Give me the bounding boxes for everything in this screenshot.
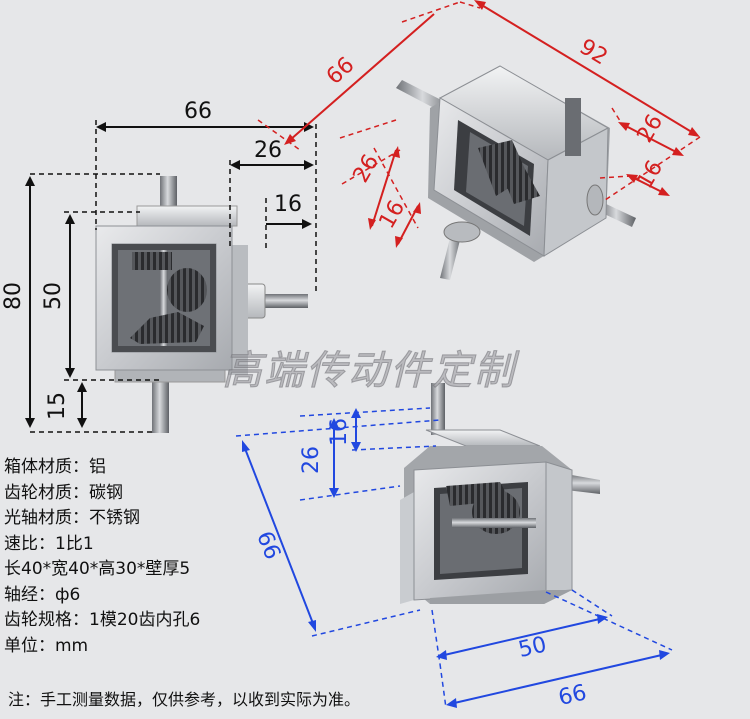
- dim-left-80: 80: [1, 282, 26, 310]
- spec-size: 长40*宽40*高30*壁厚5: [4, 559, 191, 579]
- dimension-lines-top-right: [257, 0, 701, 248]
- dim-red-16-right: 16: [633, 156, 669, 193]
- dim-left-16: 16: [274, 192, 302, 217]
- spec-shaft-diameter: 轴经：ф6: [4, 584, 81, 605]
- dim-left-66: 66: [184, 99, 212, 124]
- dim-red-26-right: 26: [633, 110, 669, 147]
- dimension-lines-bottom-right: [235, 407, 673, 709]
- gearbox-bottom-right: [400, 383, 600, 604]
- spec-gear-spec: 齿轮规格：1模20齿内孔6: [4, 610, 201, 630]
- gearbox-left: [95, 176, 308, 433]
- dim-left-50: 50: [41, 282, 66, 310]
- dim-blue-26: 26: [299, 446, 324, 474]
- watermark-text: 高端传动件定制: [222, 348, 516, 395]
- dim-blue-16: 16: [327, 418, 352, 446]
- dim-blue-66-bottom: 66: [556, 680, 589, 711]
- spec-unit: 单位：mm: [4, 635, 89, 656]
- spec-shaft-material: 光轴材质：不锈钢: [4, 508, 140, 528]
- disclaimer-note: 注：手工测量数据，仅供参考，以收到实际为准。: [8, 690, 361, 709]
- gearbox-top-right: [396, 65, 636, 280]
- dim-left-26: 26: [254, 138, 282, 163]
- dimension-lines-left: [25, 120, 317, 433]
- dimension-labels-left: 66 26 16 80 50 15: [1, 99, 302, 420]
- spec-list: 箱体材质：铝 齿轮材质：碳钢 光轴材质：不锈钢 速比：1比1 长40*宽40*高…: [4, 455, 304, 659]
- spec-housing-material: 箱体材质：铝: [4, 457, 106, 477]
- dim-left-15: 15: [45, 392, 70, 420]
- dim-blue-50: 50: [516, 632, 549, 663]
- spec-gear-material: 齿轮材质：碳钢: [4, 482, 123, 503]
- spec-ratio: 速比：1比1: [4, 533, 94, 554]
